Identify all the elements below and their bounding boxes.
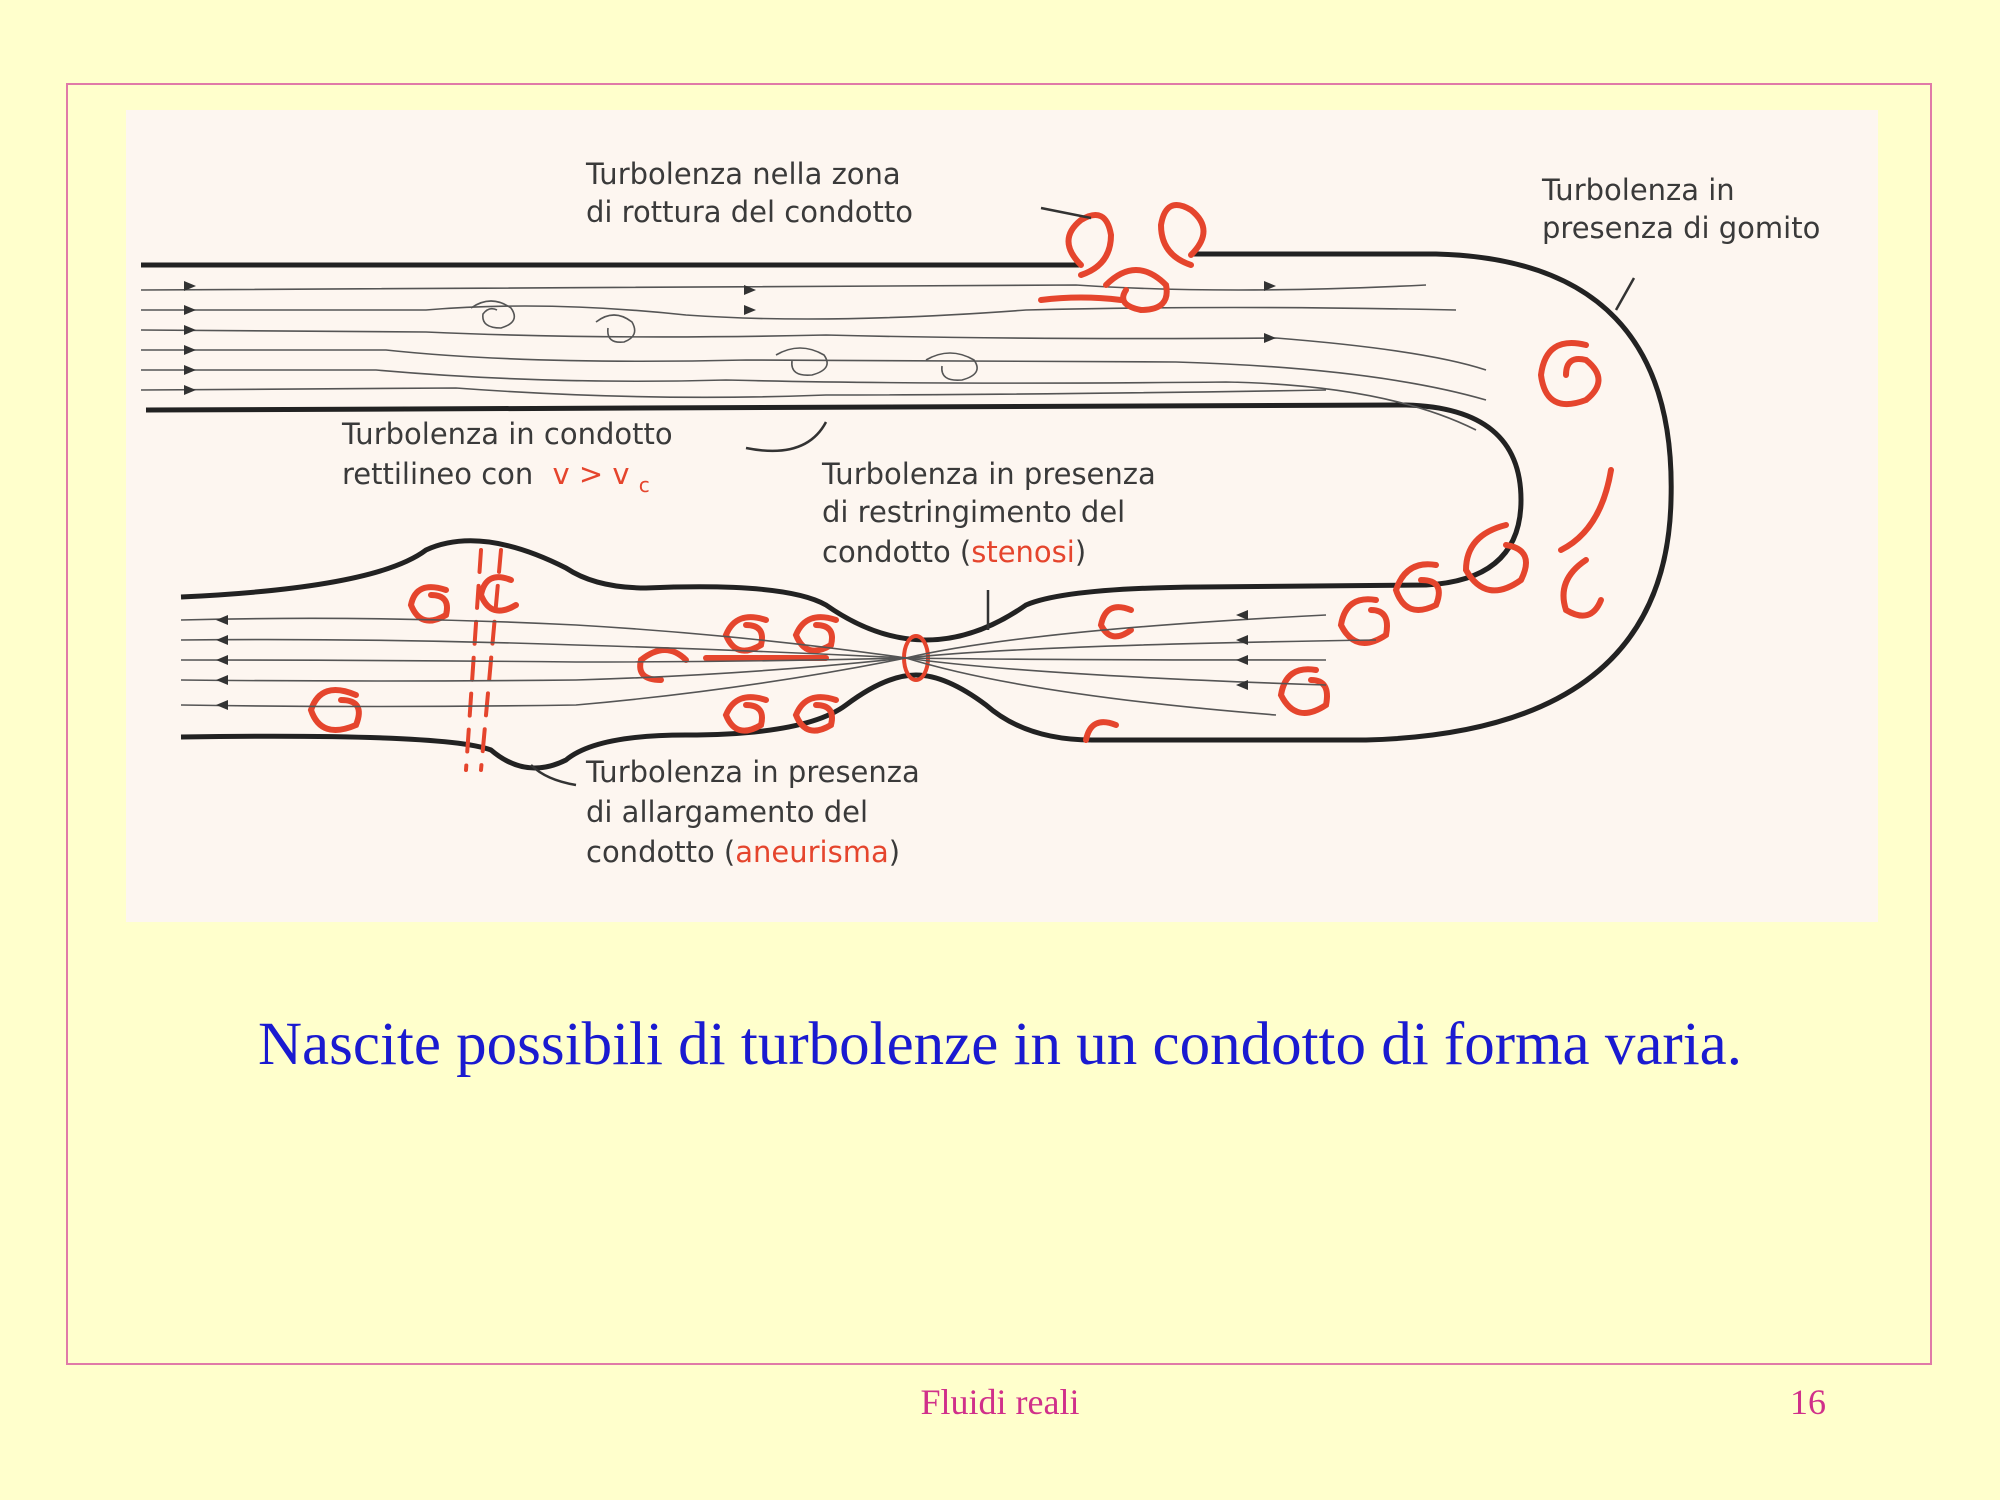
label-aneurysm-prefix: condotto ( [586,835,735,869]
turbulence-figure: Turbolenza nella zona di rottura del con… [126,110,1878,922]
turbulence-bend [1281,343,1611,713]
label-straight-prefix: rettilineo con [342,457,533,491]
label-aneurysm-line1: Turbolenza in presenza [585,755,920,789]
label-stenosis-prefix: condotto ( [822,535,971,569]
lower-flow-lines [181,615,1376,715]
label-aneurysm-term: aneurisma [735,835,888,869]
label-stenosis-line2: di restringimento del [822,495,1125,529]
label-rupture-line1: Turbolenza nella zona [585,157,901,191]
footer-title: Fluidi reali [0,1381,2000,1423]
laminar-vortices [471,301,977,380]
label-straight-formula: v > v [553,457,630,491]
label-straight-line1: Turbolenza in condotto [341,417,673,451]
label-rupture-line2: di rottura del condotto [586,195,913,229]
label-stenosis-line3: condotto (stenosi) [822,535,1086,569]
turbulence-diagram: Turbolenza nella zona di rottura del con… [126,110,1878,922]
label-stenosis-suffix: ) [1075,535,1086,569]
label-aneurysm-suffix: ) [889,835,900,869]
label-straight-line2: rettilineo con v > v c [342,457,650,497]
label-straight-subscript: c [639,473,650,497]
label-aneurysm-line2: di allargamento del [586,795,868,829]
label-stenosis-term: stenosi [971,535,1075,569]
label-aneurysm-line3: condotto (aneurisma) [586,835,900,869]
turbulence-rupture [1041,205,1204,310]
label-bend-line2: presenza di gomito [1542,211,1820,245]
label-bend-line1: Turbolenza in [1541,173,1735,207]
page-number: 16 [1790,1381,1826,1423]
label-stenosis-line1: Turbolenza in presenza [821,457,1156,491]
slide-caption: Nascite possibili di turbolenze in un co… [0,1010,2000,1080]
